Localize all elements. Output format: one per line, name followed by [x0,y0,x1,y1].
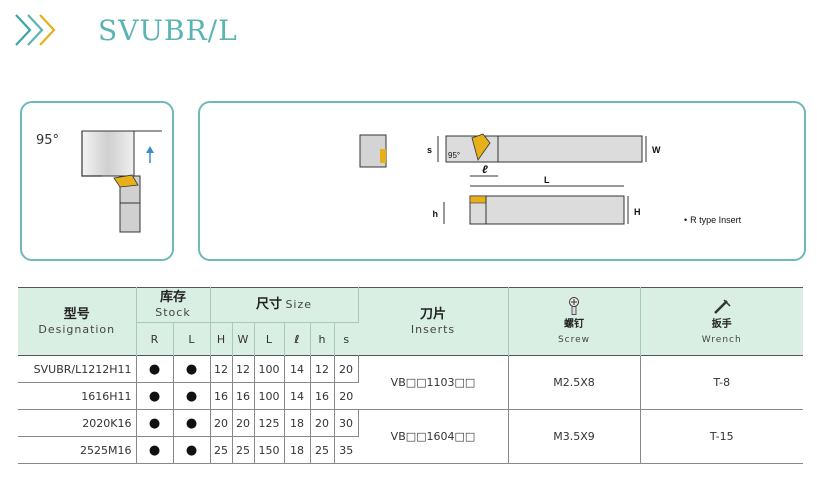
table-row: SVUBR/L1212H11 ● ● 12 12 100 14 12 20 VB… [18,355,803,410]
approach-angle-panel: 95° [20,101,174,261]
dim-H-label: H [634,207,641,217]
r-type-note: R type Insert [684,215,741,225]
screw-cell: M2.5X8 [508,355,641,410]
table-row: 1616H11 ● ● 16 16 100 14 16 20 [18,382,803,410]
insert-cell: VB□□1103□□ [358,355,509,410]
sub-header-H: H [210,322,233,356]
screw-icon [569,296,579,315]
page-title: SVUBR/L [98,13,238,47]
dim-ell-label: ℓ [482,164,488,176]
dim-angle-label: 95° [448,151,460,160]
spec-table: 型号 Designation 库存 Stock 尺寸 Size 刀片 Inser… [18,287,803,464]
sub-header-ell: ℓ [284,322,311,356]
title-row: SVUBR/L [14,10,238,50]
table-row: 2525M16 ● ● 25 25 150 18 25 35 [18,436,803,464]
sub-header-h: h [310,322,335,356]
dimension-drawing-panel: s 95° W ℓ L h H R type Insert [198,101,806,261]
dim-w-label: W [652,145,661,155]
screw-cell: M3.5X9 [508,409,641,464]
screw-header: 螺钉 Screw [508,287,641,356]
designation-header: 型号 Designation [18,287,137,356]
tool-dimension-drawing: s 95° W ℓ L h H [359,133,661,225]
chevrons-icon [15,14,56,46]
sub-header-W: W [232,322,255,356]
dim-L-label: L [544,175,550,185]
stock-header: 库存 Stock [136,287,211,323]
wrench-header: 扳手 Wrench [640,287,803,356]
sub-header-r: R [136,322,174,356]
tool-top-view-drawing [81,130,162,233]
insert-cell: VB□□1604□□ [358,409,509,464]
wrench-icon [713,298,731,314]
sub-header-l: L [173,322,211,356]
approach-angle-label: 95° [36,133,60,148]
inserts-header: 刀片 Inserts [358,287,509,356]
dim-h-label: h [433,209,439,219]
table-row: 2020K16 ● ● 20 20 125 18 20 30 VB□□1604□… [18,409,803,464]
sub-header-s: s [334,322,358,356]
sub-header-L: L [254,322,285,356]
dim-s-label: s [427,145,432,155]
wrench-cell: T-15 [640,409,803,464]
wrench-cell: T-8 [640,355,803,410]
size-header: 尺寸 Size [210,287,359,323]
